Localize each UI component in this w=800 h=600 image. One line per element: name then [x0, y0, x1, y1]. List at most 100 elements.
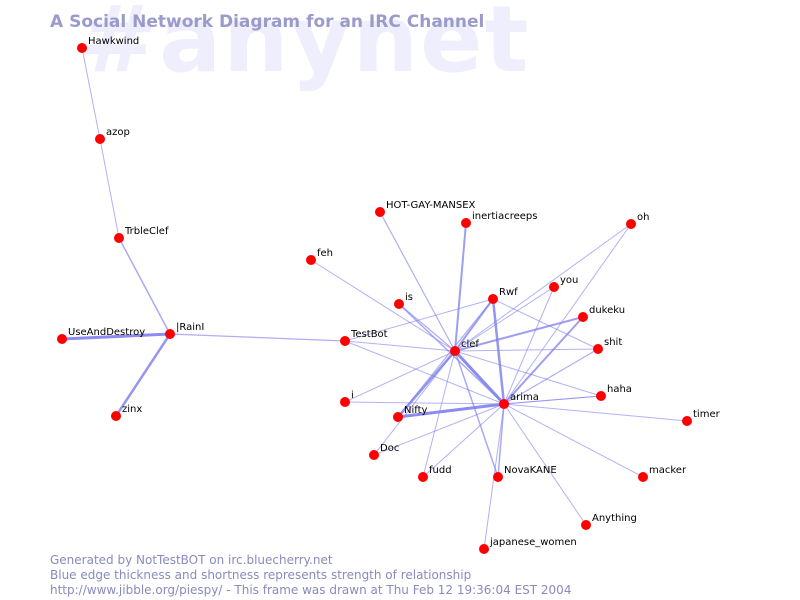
edge-arima-NovaKANE	[497, 403, 505, 478]
footer-generated-by: Generated by NotTestBOT on irc.bluecherr…	[50, 553, 333, 567]
node-label-Nifty: Nifty	[404, 405, 428, 416]
node-label-japanese: japanese_women	[489, 537, 577, 548]
node-label-timer: timer	[693, 409, 721, 420]
edge-arima-Nifty	[397, 402, 505, 419]
node-Doc	[369, 450, 379, 460]
node-label-Rain: |RainI	[176, 322, 204, 333]
node-label-inertia: inertiacreeps	[472, 211, 537, 222]
edge-clef-arima	[453, 349, 506, 406]
edge-Rain-TestBot	[169, 333, 346, 342]
edge-dukeku-arima	[503, 316, 584, 405]
node-arima	[499, 399, 509, 409]
node-UseAndDestroy	[57, 334, 67, 344]
edge-shit-arima	[503, 348, 599, 405]
node-japanese	[479, 544, 489, 554]
node-label-clef: clef	[461, 339, 479, 350]
node-haha	[596, 391, 606, 401]
graph-nodes	[57, 43, 692, 554]
node-label-Rwf: Rwf	[499, 287, 518, 298]
edge-feh-clef	[310, 259, 456, 352]
node-label-oh: oh	[637, 212, 649, 223]
node-zinx	[111, 411, 121, 421]
edge-Rwf-arima	[491, 298, 506, 405]
edge-clef-i	[344, 350, 456, 403]
node-label-TrbleClef: TrbleClef	[124, 226, 169, 237]
edge-dukeku-clef	[454, 316, 584, 352]
node-label-fudd: fudd	[429, 465, 452, 476]
node-label-arima: arima	[510, 392, 539, 403]
node-NovaKANE	[493, 472, 503, 482]
node-label-is: is	[405, 292, 413, 303]
edge-clef-Nifty	[397, 350, 456, 418]
edge-zinx-Rain	[114, 333, 172, 417]
node-oh	[626, 219, 636, 229]
edge-Rwf-shit	[492, 298, 599, 350]
node-label-zinx: zinx	[122, 404, 142, 415]
node-Anything	[581, 520, 591, 530]
node-label-feh: feh	[317, 248, 333, 259]
node-you	[549, 282, 559, 292]
edge-arima-i	[344, 401, 505, 405]
node-shit	[593, 344, 603, 354]
node-label-shit: shit	[604, 337, 622, 348]
node-label-UseAndDestroy: UseAndDestroy	[68, 327, 145, 338]
edge-arima-Anything	[503, 403, 587, 526]
edge-Hawkwind-azop	[81, 47, 101, 140]
node-Nifty	[393, 412, 403, 422]
node-Rain	[165, 329, 175, 339]
node-label-TestBot: TestBot	[350, 329, 388, 340]
node-i	[340, 397, 350, 407]
node-label-NovaKANE: NovaKANE	[504, 465, 557, 476]
edge-arima-haha	[503, 395, 602, 405]
node-macker	[638, 472, 648, 482]
edge-you-arima	[503, 286, 555, 405]
edge-shit-clef	[454, 348, 599, 352]
edge-TestBot-Rwf	[344, 298, 494, 342]
edge-arima-fudd	[422, 403, 505, 478]
edge-clef-fudd	[422, 350, 456, 478]
edge-you-clef	[454, 286, 555, 352]
node-azop	[95, 134, 105, 144]
edge-oh-clef	[454, 223, 632, 352]
edge-oh-arima	[503, 223, 632, 405]
node-clef	[450, 346, 460, 356]
node-label-Doc: Doc	[380, 443, 399, 454]
node-label-Anything: Anything	[592, 513, 637, 524]
node-label-HOT: HOT-GAY-MANSEX	[386, 200, 476, 211]
node-Hawkwind	[77, 43, 87, 53]
node-timer	[682, 416, 692, 426]
graph-edges	[61, 47, 688, 550]
edge-TestBot-arima	[344, 340, 505, 405]
footer: Generated by NotTestBOT on irc.bluecherr…	[50, 553, 571, 598]
node-TestBot	[340, 336, 350, 346]
edge-is-clef	[398, 303, 456, 352]
channel-watermark: #anynet	[80, 0, 531, 93]
edge-azop-TrbleClef	[99, 138, 120, 239]
edge-inertia-clef	[454, 222, 467, 352]
node-inertia	[461, 218, 471, 228]
node-TrbleClef	[114, 233, 124, 243]
edge-arima-Doc	[373, 403, 505, 456]
node-label-Hawkwind: Hawkwind	[88, 36, 139, 47]
node-Rwf	[488, 294, 498, 304]
node-dukeku	[578, 312, 588, 322]
node-label-i: i	[351, 390, 354, 401]
node-label-dukeku: dukeku	[589, 305, 625, 316]
footer-legend-note: Blue edge thickness and shortness repres…	[50, 568, 472, 582]
node-label-haha: haha	[607, 384, 632, 395]
node-label-macker: macker	[649, 465, 687, 476]
edge-TestBot-clef	[344, 340, 456, 352]
node-label-azop: azop	[106, 127, 130, 138]
edge-HOT-clef	[379, 211, 456, 352]
node-is	[394, 299, 404, 309]
edge-haha-clef	[454, 350, 602, 397]
node-label-you: you	[560, 275, 578, 286]
node-feh	[306, 255, 316, 265]
node-HOT	[375, 207, 385, 217]
footer-source-link[interactable]: http://www.jibble.org/piespy/ - This fra…	[50, 583, 572, 597]
edge-arima-timer	[503, 403, 688, 422]
page-title: A Social Network Diagram for an IRC Chan…	[50, 12, 485, 32]
edge-arima-macker	[503, 403, 644, 478]
